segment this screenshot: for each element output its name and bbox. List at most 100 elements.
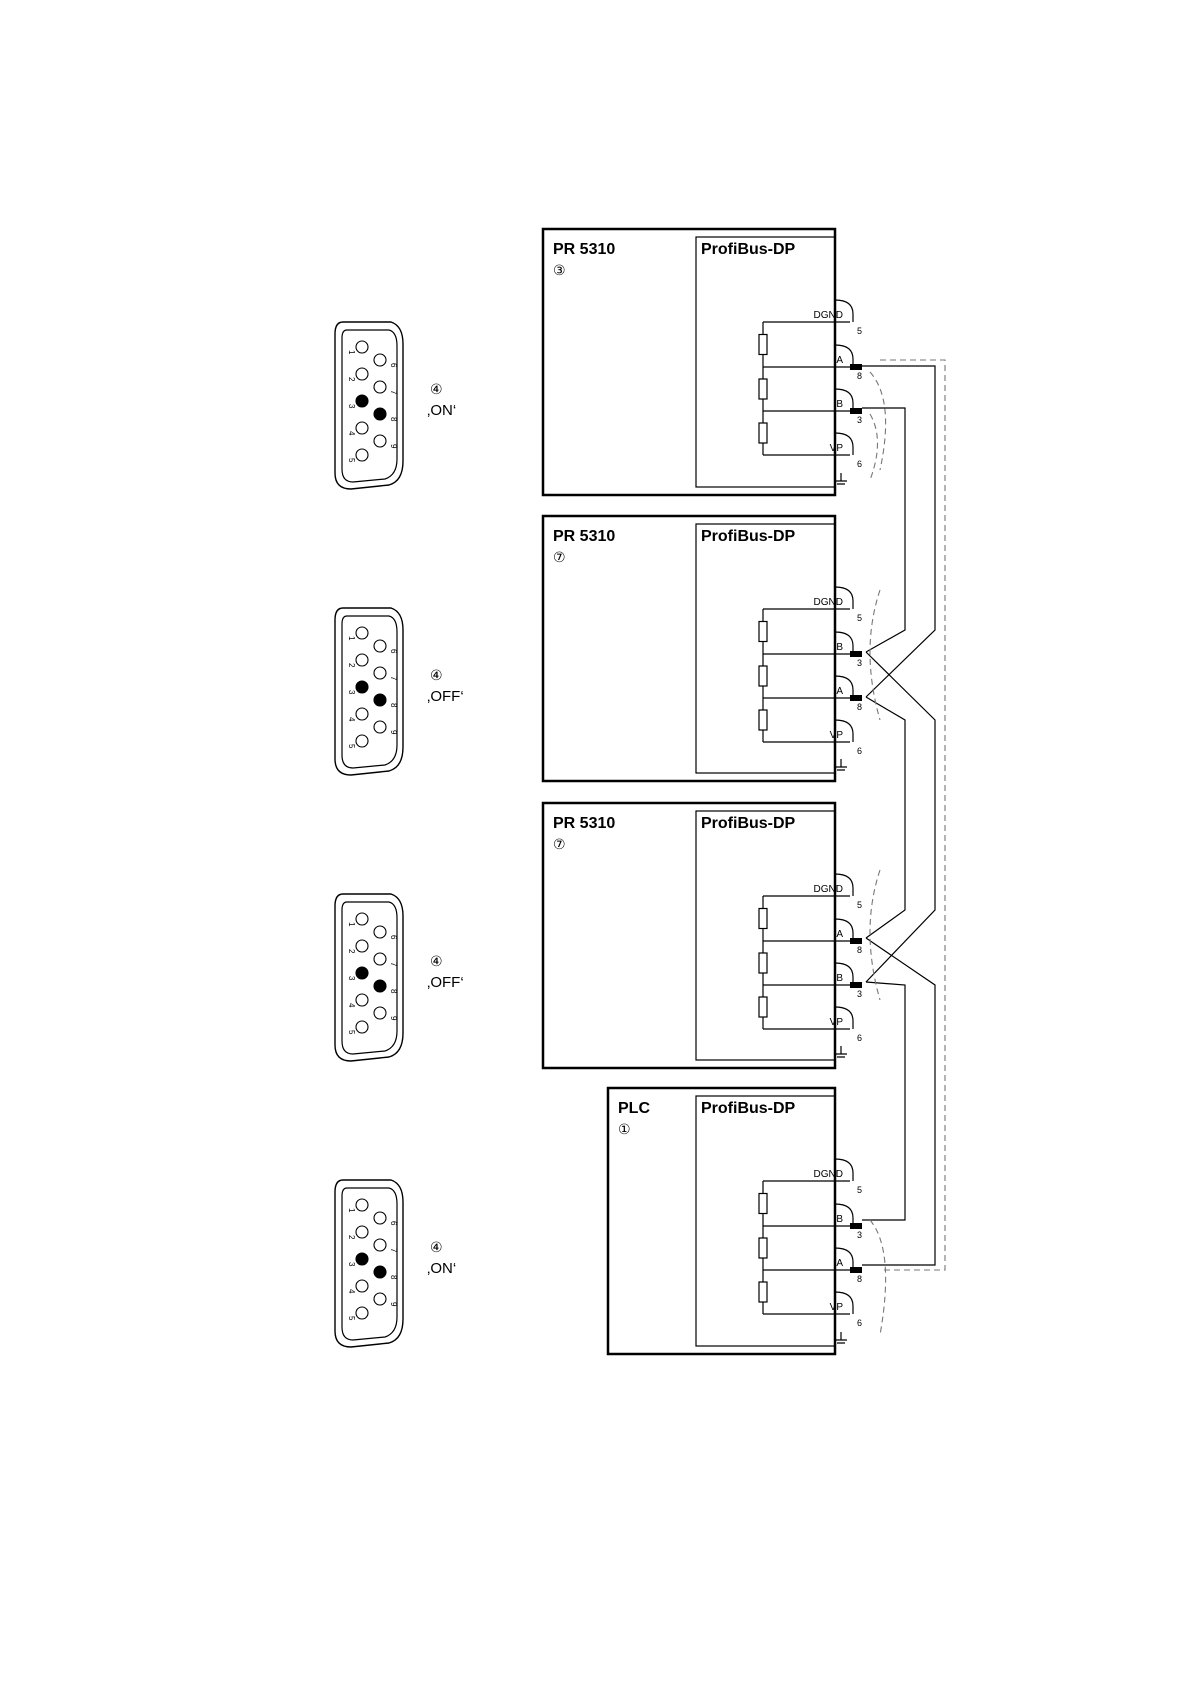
- dsub-pin: [356, 341, 368, 353]
- dsub-pin-number: 2: [347, 1235, 356, 1240]
- device-marker: ③: [553, 263, 566, 279]
- dsub-pin: [356, 1226, 368, 1238]
- profibus-inner-frame: [696, 524, 835, 773]
- dsub-pin: [356, 735, 368, 747]
- dsub-pin: [356, 994, 368, 1006]
- pin-number: 6: [857, 1033, 862, 1043]
- signal-label: DGND: [814, 1169, 843, 1180]
- pin-number: 8: [857, 702, 862, 712]
- dsub-pin-number: 2: [347, 663, 356, 668]
- pin-number: 8: [857, 945, 862, 955]
- signal-label: DGND: [814, 884, 843, 895]
- termination-switch-state: ‚ON‘: [427, 402, 456, 419]
- dsub-pin-number: 3: [347, 690, 356, 695]
- dsub-pin: [356, 1253, 368, 1265]
- dsub-pin-number: 1: [347, 1208, 356, 1213]
- signal-label: A: [836, 686, 843, 697]
- dsub-pin: [356, 368, 368, 380]
- dsub-pin-number: 3: [347, 404, 356, 409]
- device-title: PR 5310: [553, 528, 615, 545]
- bus-wire: [862, 366, 935, 697]
- connector-marker: ④: [430, 1240, 443, 1256]
- dsub-pin: [356, 395, 368, 407]
- dsub-pin-number: 8: [389, 989, 398, 994]
- dsub-pin: [356, 708, 368, 720]
- dsub-pin: [374, 667, 386, 679]
- dsub-pin: [356, 449, 368, 461]
- pin-number: 3: [857, 989, 862, 999]
- dsub-pin: [374, 640, 386, 652]
- pin-number: 8: [857, 371, 862, 381]
- device-title: PLC: [618, 1100, 650, 1117]
- dsub-pin: [356, 1307, 368, 1319]
- pin-number: 6: [857, 746, 862, 756]
- dsub-pin-number: 9: [389, 444, 398, 449]
- dsub-pin-number: 1: [347, 922, 356, 927]
- dsub-pin-number: 4: [347, 1289, 356, 1294]
- termination-resistor: [759, 666, 767, 686]
- signal-label: B: [836, 399, 843, 410]
- termination-switch-state: ‚ON‘: [427, 1260, 456, 1277]
- termination-resistor: [759, 622, 767, 642]
- data-terminal: [850, 982, 862, 988]
- termination-resistor: [759, 1194, 767, 1214]
- data-terminal: [850, 408, 862, 414]
- shield-ground-symbol: [835, 1332, 847, 1343]
- signal-label: VP: [830, 443, 844, 454]
- dsub-pin-number: 3: [347, 976, 356, 981]
- dsub-pin-number: 6: [389, 363, 398, 368]
- termination-resistor: [759, 1238, 767, 1258]
- dsub-pin-number: 7: [389, 390, 398, 395]
- profibus-title: ProfiBus-DP: [701, 815, 796, 832]
- dsub-pin-number: 1: [347, 350, 356, 355]
- data-terminal: [850, 1223, 862, 1229]
- profibus-inner-frame: [696, 1096, 835, 1346]
- device-marker: ①: [618, 1122, 631, 1138]
- dsub-pin: [374, 1007, 386, 1019]
- data-terminal: [850, 1267, 862, 1273]
- signal-label: DGND: [814, 310, 843, 321]
- pin-number: 5: [857, 900, 862, 910]
- dsub-pin-number: 8: [389, 1275, 398, 1280]
- pin-number: 5: [857, 1185, 862, 1195]
- dsub-pin-number: 1: [347, 636, 356, 641]
- dsub-pin-number: 6: [389, 935, 398, 940]
- profibus-title: ProfiBus-DP: [701, 1100, 796, 1117]
- signal-label: VP: [830, 1302, 844, 1313]
- dsub-pin-number: 2: [347, 377, 356, 382]
- dsub-pin-number: 6: [389, 649, 398, 654]
- signal-label: A: [836, 355, 843, 366]
- connector-marker: ④: [430, 668, 443, 684]
- shield-ground-symbol: [835, 473, 847, 484]
- dsub-pin-number: 2: [347, 949, 356, 954]
- cable-shield: [870, 414, 878, 480]
- dsub-pin: [356, 1021, 368, 1033]
- data-terminal: [850, 651, 862, 657]
- shield-ground-symbol: [835, 759, 847, 770]
- signal-label: B: [836, 973, 843, 984]
- dsub-pin: [374, 435, 386, 447]
- signal-label: DGND: [814, 597, 843, 608]
- device-title: PR 5310: [553, 815, 615, 832]
- shield-ground-symbol: [835, 1046, 847, 1057]
- dsub-pin-number: 4: [347, 1003, 356, 1008]
- pin-number: 8: [857, 1274, 862, 1284]
- termination-resistor: [759, 423, 767, 443]
- pin-number: 6: [857, 459, 862, 469]
- dsub-pin-number: 9: [389, 1302, 398, 1307]
- cable-shield: [870, 1220, 886, 1335]
- module-3: PR 5310ProfiBus-DP⑦DGND5A8B3VP6: [543, 803, 862, 1068]
- dsub-pin: [356, 1199, 368, 1211]
- termination-resistor: [759, 379, 767, 399]
- dsub-pin-number: 5: [347, 1316, 356, 1321]
- bus-wire: [866, 652, 935, 982]
- profibus-title: ProfiBus-DP: [701, 241, 796, 258]
- dsub-pin: [374, 953, 386, 965]
- dsub-pin-number: 7: [389, 1248, 398, 1253]
- dsub-pin-number: 8: [389, 417, 398, 422]
- signal-label: VP: [830, 1017, 844, 1028]
